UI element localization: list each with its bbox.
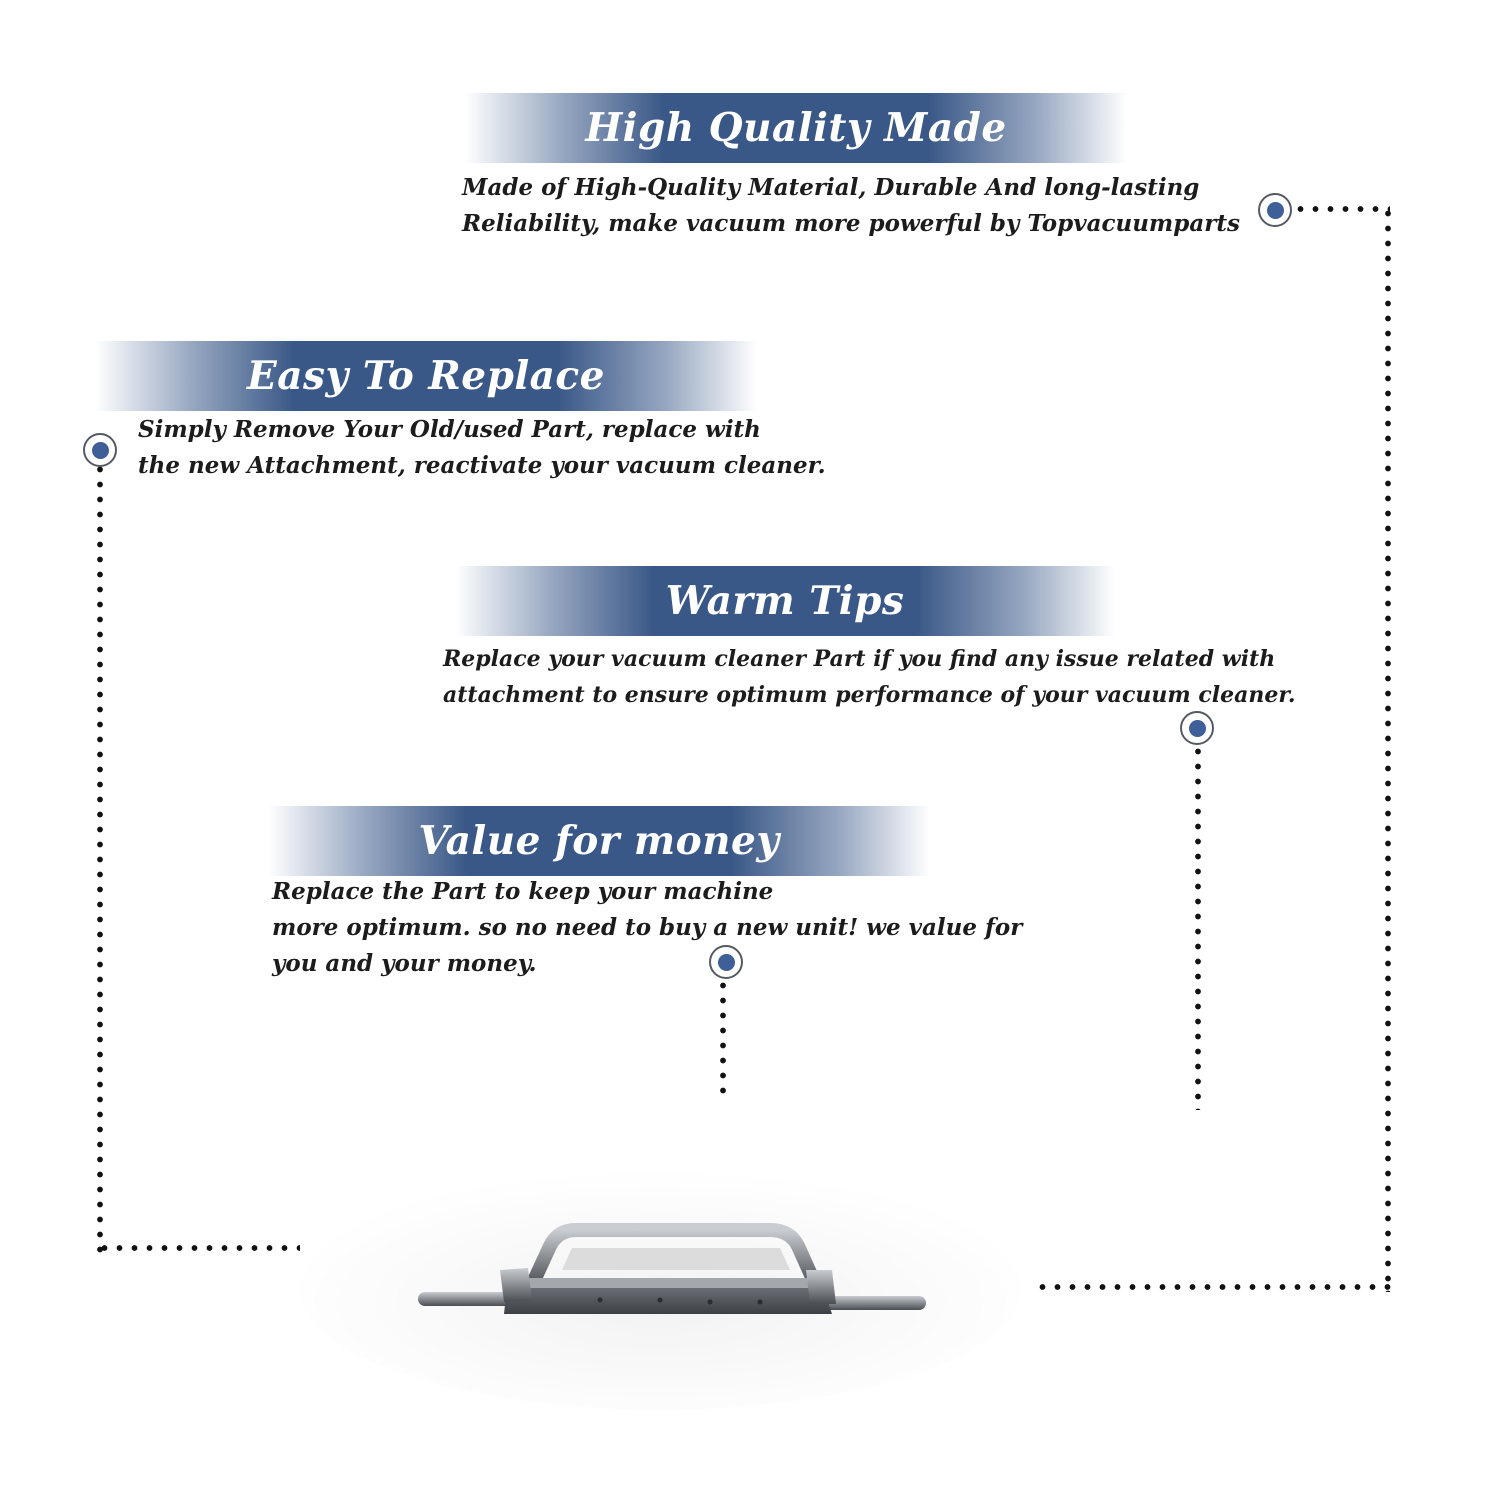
banner-easy-replace: Easy To Replace (95, 341, 757, 411)
text-line: Replace the Part to keep your machine (272, 878, 774, 905)
banner-value-money: Value for money (268, 806, 930, 876)
text-easy-replace: Simply Remove Your Old/used Part, replac… (138, 412, 826, 484)
text-line: you and your money. (272, 950, 537, 977)
text-line: more optimum. so no need to buy a new un… (272, 914, 1023, 941)
banner-high-quality: High Quality Made (465, 93, 1127, 163)
heading-warm-tips: Warm Tips (665, 578, 905, 624)
product-image (300, 1170, 1020, 1410)
target-dot-icon (1180, 711, 1214, 745)
target-dot-icon (83, 433, 117, 467)
text-line: Simply Remove Your Old/used Part, replac… (138, 416, 761, 443)
connector-left-vertical (97, 462, 103, 1254)
connector-quality-horizontal (1293, 206, 1390, 212)
heading-value-money: Value for money (418, 818, 780, 864)
banner-warm-tips: Warm Tips (455, 566, 1115, 636)
banner-background (465, 93, 1127, 163)
connector-right-vertical (1385, 206, 1391, 1292)
text-line: Reliability, make vacuum more powerful b… (462, 210, 1240, 237)
connector-tips-vertical (1195, 744, 1201, 1110)
connector-value-vertical (720, 978, 726, 1095)
text-line: Made of High-Quality Material, Durable A… (462, 174, 1200, 201)
text-value-money: Replace the Part to keep your machine mo… (272, 874, 1022, 982)
text-line: the new Attachment, reactivate your vacu… (138, 452, 826, 479)
text-high-quality: Made of High-Quality Material, Durable A… (462, 170, 1240, 242)
target-dot-icon (1258, 193, 1292, 227)
banner-background (268, 806, 930, 876)
text-line: Replace your vacuum cleaner Part if you … (443, 646, 1276, 672)
text-line: attachment to ensure optimum performance… (443, 682, 1296, 708)
connector-bottom-left (97, 1245, 300, 1251)
heading-high-quality: High Quality Made (585, 105, 1007, 151)
text-warm-tips: Replace your vacuum cleaner Part if you … (443, 641, 1296, 713)
heading-easy-replace: Easy To Replace (247, 353, 605, 399)
banner-background (95, 341, 757, 411)
target-dot-icon (709, 945, 743, 979)
banner-background (455, 566, 1115, 636)
connector-bottom-right (1035, 1284, 1391, 1290)
